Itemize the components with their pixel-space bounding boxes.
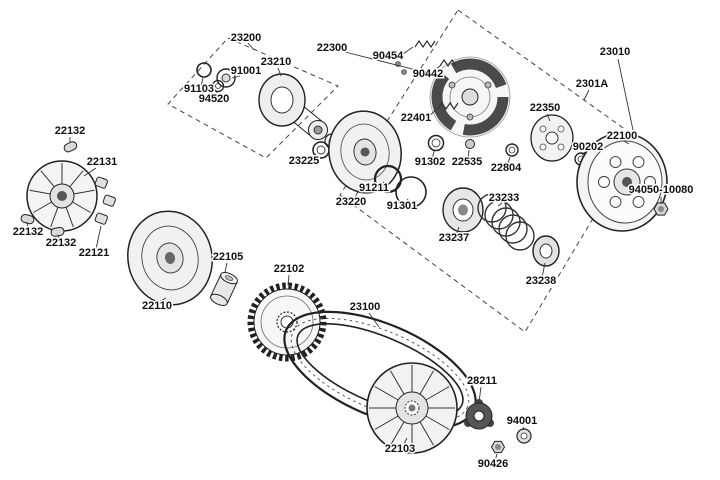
part-label-91001: 91001 xyxy=(231,65,262,77)
part-label-94001: 94001 xyxy=(507,415,538,427)
part-label-23010: 23010 xyxy=(600,46,631,58)
part-drive-face-fan xyxy=(366,362,458,454)
part-label-23210: 23210 xyxy=(261,56,292,68)
part-label-94050-10080: 94050-10080 xyxy=(629,184,694,196)
part-label-22131: 22131 xyxy=(87,156,118,168)
part-flange-nut-94050 xyxy=(653,202,669,216)
part-drive-face-boss xyxy=(258,73,340,149)
part-label-23225: 23225 xyxy=(289,155,320,167)
part-label-22103: 22103 xyxy=(385,443,416,455)
group-outline-drive-face-assembly xyxy=(167,37,339,159)
part-label-91301: 91301 xyxy=(387,200,418,212)
part-label-22535: 22535 xyxy=(452,156,483,168)
part-label-22804: 22804 xyxy=(491,162,522,174)
part-label-90202: 90202 xyxy=(573,141,604,153)
part-label-23237: 23237 xyxy=(439,232,470,244)
part-driven-gear xyxy=(247,282,327,362)
part-nut-90426 xyxy=(490,440,506,454)
part-seal-91302 xyxy=(427,134,445,152)
part-movable-drive-face xyxy=(127,210,213,306)
part-label-22121: 22121 xyxy=(79,247,110,259)
part-label-23100: 23100 xyxy=(350,301,381,313)
part-label-90426: 90426 xyxy=(478,458,509,470)
part-driven-pulley-face xyxy=(328,110,402,194)
part-label-90442: 90442 xyxy=(413,68,444,80)
part-label-94520: 94520 xyxy=(199,93,230,105)
part-label-28211: 28211 xyxy=(467,375,497,387)
part-clutch-spring xyxy=(477,193,535,251)
part-collar-23238 xyxy=(532,235,560,267)
assembly-group-outlines xyxy=(167,9,641,333)
part-clutch-shoe-assembly xyxy=(429,56,511,138)
part-slide-pieces xyxy=(94,176,116,225)
part-label-22102: 22102 xyxy=(274,263,305,275)
part-label-22100: 22100 xyxy=(607,130,638,142)
part-roller-weights xyxy=(20,141,78,237)
part-label-23233: 23233 xyxy=(489,192,520,204)
spring-22401 xyxy=(437,101,459,111)
part-ramp-plate-fan xyxy=(26,160,98,232)
part-label-22132-a: 22132 xyxy=(55,125,86,137)
part-label-2301A: 2301A xyxy=(576,78,608,90)
part-circlip xyxy=(196,62,212,78)
part-label-22132-b: 22132 xyxy=(13,226,44,238)
part-shoe-springs xyxy=(414,39,459,111)
part-washer-94001 xyxy=(516,428,532,444)
part-label-90454: 90454 xyxy=(373,50,404,62)
part-label-22132-c: 22132 xyxy=(46,237,77,249)
leader-lines xyxy=(26,42,662,462)
part-label-91211: 91211 xyxy=(359,182,389,194)
part-oring-91301 xyxy=(395,176,427,208)
part-ramp-plate xyxy=(464,399,494,430)
part-label-22105: 22105 xyxy=(213,251,244,263)
spring-90442 xyxy=(439,58,457,68)
part-drive-plate xyxy=(530,114,574,162)
part-oring-91211 xyxy=(373,164,403,194)
part-label-23220: 23220 xyxy=(336,196,367,208)
part-clutch-outer-drum xyxy=(576,132,668,232)
part-label-22401: 22401 xyxy=(401,112,432,124)
part-label-23238: 23238 xyxy=(526,275,557,287)
part-pin-22535 xyxy=(465,139,475,149)
part-label-91302: 91302 xyxy=(415,156,446,168)
part-washer xyxy=(211,79,225,93)
part-small-screws xyxy=(395,61,407,75)
spring-90454 xyxy=(414,39,436,49)
part-spring-seat xyxy=(442,187,484,233)
part-label-22110: 22110 xyxy=(142,300,172,312)
part-label-23200: 23200 xyxy=(231,32,262,44)
part-washer-22804 xyxy=(505,143,519,157)
part-spacer-collar xyxy=(210,272,238,306)
part-label-22350: 22350 xyxy=(530,102,561,114)
part-label-91103: 91103 xyxy=(184,83,214,95)
part-number-labels: 23200 23210 91001 91103 94520 22300 9045… xyxy=(11,31,695,472)
part-label-22300: 22300 xyxy=(317,42,348,54)
